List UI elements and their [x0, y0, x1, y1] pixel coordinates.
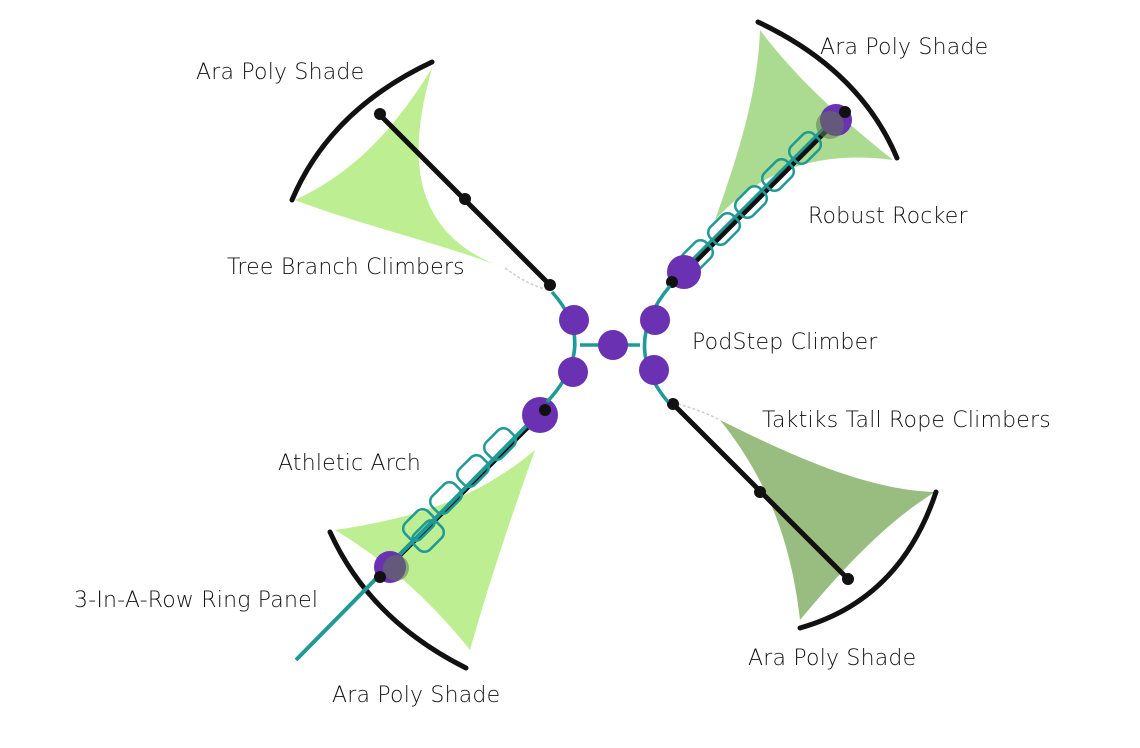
- shade-frame-arc-bottom-right: [797, 489, 939, 631]
- label-tree-branch-climbers: Tree Branch Climbers: [227, 255, 465, 280]
- teal-arc-left: [545, 290, 577, 404]
- joint-node: [374, 108, 386, 120]
- shade-arm-top-left: [289, 59, 556, 291]
- joint-node: [754, 486, 766, 498]
- label-ara-poly-shade: Ara Poly Shade: [332, 683, 501, 708]
- label-athletic-arch: Athletic Arch: [278, 451, 421, 476]
- podstep-pod: [639, 355, 669, 385]
- shade-sail-bottom-left: [335, 450, 535, 650]
- shade-sail-top-right: [715, 30, 893, 220]
- label-robust-rocker: Robust Rocker: [808, 204, 968, 229]
- podstep-pod: [598, 330, 628, 360]
- support-beam-top-right: [673, 110, 847, 284]
- label-ara-poly-shade: Ara Poly Shade: [820, 35, 989, 60]
- joint-node: [459, 193, 471, 205]
- rope-top-left: [504, 267, 549, 291]
- pod-bottom-left-outer-shade: [383, 555, 409, 581]
- joint-node: [544, 279, 556, 291]
- podstep-pod: [558, 357, 588, 387]
- label-taktiks-tall-rope-climbers: Taktiks Tall Rope Climbers: [762, 408, 1051, 433]
- label-ara-poly-shade: Ara Poly Shade: [748, 646, 917, 671]
- label-podstep-climber: PodStep Climber: [692, 330, 878, 355]
- teal-pole-ring-panel: [294, 410, 542, 662]
- shade-sail-bottom-right: [720, 420, 935, 620]
- joint-node: [667, 398, 679, 410]
- label-3-in-a-row-ring-panel: 3-In-A-Row Ring Panel: [74, 588, 319, 613]
- pod-top-right-outer-shade: [816, 111, 844, 139]
- joint-node: [839, 106, 851, 118]
- athletic-arch-links: [401, 426, 518, 554]
- podstep-climber-hub: [545, 284, 672, 404]
- teal-rail-top-right: [678, 110, 842, 274]
- shade-frame-arc-top-right: [755, 19, 900, 161]
- label-ara-poly-shade: Ara Poly Shade: [196, 60, 365, 85]
- joint-node: [666, 276, 678, 288]
- joint-node: [374, 571, 386, 583]
- joint-node: [539, 404, 551, 416]
- shade-arm-bottom-right: [667, 398, 939, 631]
- shade-sail-top-left: [295, 68, 505, 268]
- podstep-pod: [559, 305, 589, 335]
- joint-node: [842, 573, 854, 585]
- podstep-pod: [640, 305, 670, 335]
- shade-frame-arc-top-left: [289, 59, 435, 203]
- teal-arc-right: [642, 284, 672, 404]
- shade-frame-arc-bottom-left: [327, 529, 469, 671]
- rope-bottom-right: [677, 403, 721, 421]
- pod-bottom-left-inner: [522, 397, 558, 433]
- shade-arm-top-right: [666, 19, 900, 289]
- shade-arm-bottom-left: [294, 397, 558, 671]
